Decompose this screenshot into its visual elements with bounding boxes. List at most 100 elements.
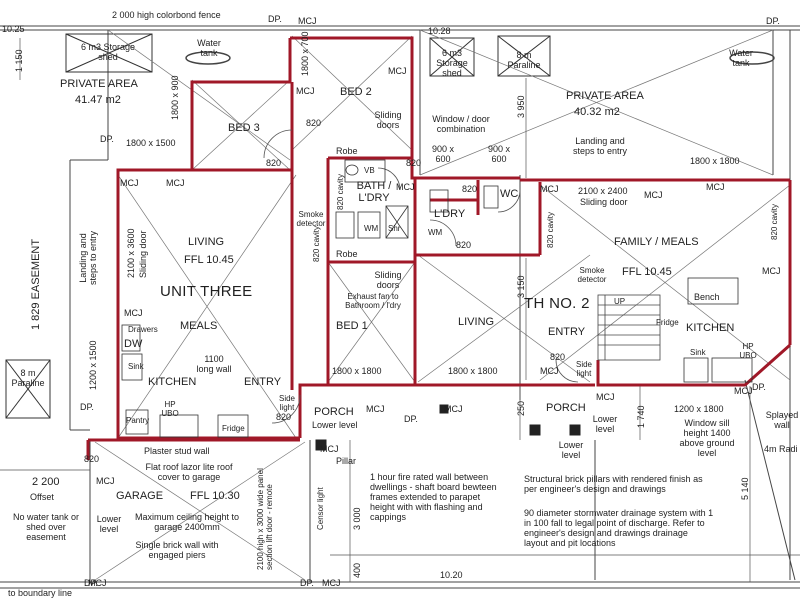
dim-2200: 2 200: [32, 476, 60, 488]
mcj-marker: MCJ: [762, 266, 781, 276]
window-sill-label: Window sill height 1400 above ground lev…: [679, 418, 735, 458]
ffl-garage: FFL 10.30: [190, 490, 240, 502]
offset-label: Offset: [30, 492, 54, 502]
dim-820: 820: [276, 412, 292, 422]
dp-marker: DP.: [100, 134, 114, 144]
storage-left-label: 6 m3 Storage shed: [80, 42, 136, 62]
no-water-tank-label: No water tank or shed over easement: [12, 512, 80, 542]
kitchen-right-label: KITCHEN: [686, 322, 735, 334]
dim-250: 250: [516, 400, 526, 416]
dim-900x600-b: 900 x 600: [487, 144, 511, 164]
dim-1740: 1 740: [636, 405, 646, 428]
mcj-marker: MCJ: [296, 86, 315, 96]
plaster-wall-label: Plaster stud wall: [144, 446, 210, 456]
meals-left-label: MEALS: [180, 320, 218, 332]
dp-marker: DP.: [80, 402, 94, 412]
dimension-lines: [0, 38, 800, 582]
water-tanks: [185, 51, 775, 65]
ldry-label: L'DRY: [434, 208, 466, 220]
entry-left-label: ENTRY: [244, 376, 282, 388]
vb-label: VB: [364, 166, 375, 175]
sink-right: Sink: [690, 348, 706, 357]
drawers-label: Drawers: [128, 325, 158, 334]
living-left-label: LIVING: [188, 236, 225, 248]
lower-level-garage: Lower level: [96, 514, 122, 534]
pillars: [315, 404, 581, 451]
dim-900x600-a: 900 x 600: [431, 144, 455, 164]
ffl-left: FFL 10.45: [184, 254, 234, 266]
cavity-820-bath: 820 cavity: [336, 173, 345, 210]
dim-820: 820: [266, 158, 282, 168]
long-wall-label: 1100 long wall: [196, 354, 232, 374]
dim-1800x1800-bed1: 1800 x 1800: [332, 366, 382, 376]
dim-3950: 3 950: [516, 95, 526, 118]
cavity-820-mid: 820 cavity: [312, 225, 321, 262]
landing-steps-left: Landing and steps to entry: [78, 230, 98, 286]
mcj-marker: MCJ: [540, 184, 559, 194]
easement-label: 1 829 EASEMENT: [30, 238, 42, 330]
dw-label: DW: [124, 338, 143, 350]
dim-1200x1500: 1200 x 1500: [88, 340, 98, 390]
private-area-right: PRIVATE AREA: [566, 90, 644, 102]
dp-marker: DP.: [766, 16, 780, 26]
mcj-marker: MCJ: [166, 178, 185, 188]
paraline-left: 8 m Paraline: [11, 368, 45, 388]
family-meals-label: FAMILY / MEALS: [614, 236, 699, 248]
flat-roof-label: Flat roof lazor lite roof cover to garag…: [145, 462, 233, 482]
storage-right-label: 6 m3 Storage shed: [436, 48, 468, 78]
mcj-marker: MCJ: [596, 392, 615, 402]
max-ceiling-label: Maximum ceiling height to garage 2400mm: [134, 512, 240, 532]
area-right: 40.32 m2: [574, 106, 620, 118]
lower-level-right-b: Lower level: [592, 414, 618, 434]
dp-marker: DP.: [268, 14, 282, 24]
structural-label: Structural brick pillars with rendered f…: [524, 474, 703, 494]
hp-ubo-left: HP UBO: [161, 400, 179, 418]
paraline-top: 8 m Paraline: [507, 50, 541, 70]
mcj-marker: MCJ: [298, 16, 317, 26]
mcj-marker: MCJ: [444, 404, 463, 414]
mcj-marker: MCJ: [124, 308, 143, 318]
mcj-marker: MCJ: [706, 182, 725, 192]
fixtures: [121, 159, 753, 438]
fridge-left: Fridge: [222, 424, 245, 433]
garage-door-label: 2100 high x 3000 wide panel section lift…: [256, 468, 274, 570]
smoke-detector-left: Smoke detector: [296, 210, 326, 228]
unit-three-label: UNIT THREE: [160, 283, 253, 300]
entry-right-label: ENTRY: [548, 326, 586, 338]
pantry-label: Pantry: [126, 416, 150, 425]
stormwater-label: 90 diameter stormwater drainage system w…: [524, 508, 714, 548]
fence-label: 2 000 high colorbond fence: [112, 10, 221, 20]
mcj-marker: MCJ: [388, 66, 407, 76]
room-diagonals: [94, 29, 791, 581]
dim-820: 820: [306, 118, 322, 128]
cavity-820-family: 820 cavity: [546, 211, 555, 248]
private-area-left: PRIVATE AREA: [60, 78, 138, 90]
boundary-label: to boundary line: [8, 588, 73, 598]
mcj-marker: MCJ: [120, 178, 139, 188]
censor-light-label: Censor light: [316, 487, 325, 530]
dim-400: 400: [352, 562, 362, 578]
dim-bottom: 10.20: [440, 570, 463, 580]
living-right-label: LIVING: [458, 316, 495, 328]
radius-label: 4m Radi: [764, 444, 798, 454]
exhaust-label: Exhaust fan to Bathroom / l'dry: [345, 292, 401, 310]
dim-1150: 1 150: [14, 49, 24, 72]
mcj-marker: MCJ: [644, 190, 663, 200]
door-swings: [263, 129, 579, 424]
dim-1800x700: 1800 x 700: [300, 31, 310, 76]
dp-marker: DP.: [300, 578, 314, 588]
dim-1800x1800-tr: 1800 x 1800: [690, 156, 740, 166]
dim-2100x2400: 2100 x 2400: [578, 186, 628, 196]
dim-3150: 3 150: [516, 275, 526, 298]
bench-label: Bench: [694, 292, 720, 302]
dim-820: 820: [462, 184, 478, 194]
cavity-820-right: 820 cavity: [770, 203, 779, 240]
side-light-left: Side light: [278, 394, 295, 412]
bath-ldry-label: BATH / L'DRY: [356, 180, 392, 204]
porch-left-label: PORCH: [314, 406, 354, 418]
up-label: UP: [614, 297, 626, 306]
dim-1200x1800: 1200 x 1800: [674, 404, 724, 414]
window-door-label: Window / door combination: [432, 114, 490, 134]
area-left: 41.47 m2: [75, 94, 121, 106]
